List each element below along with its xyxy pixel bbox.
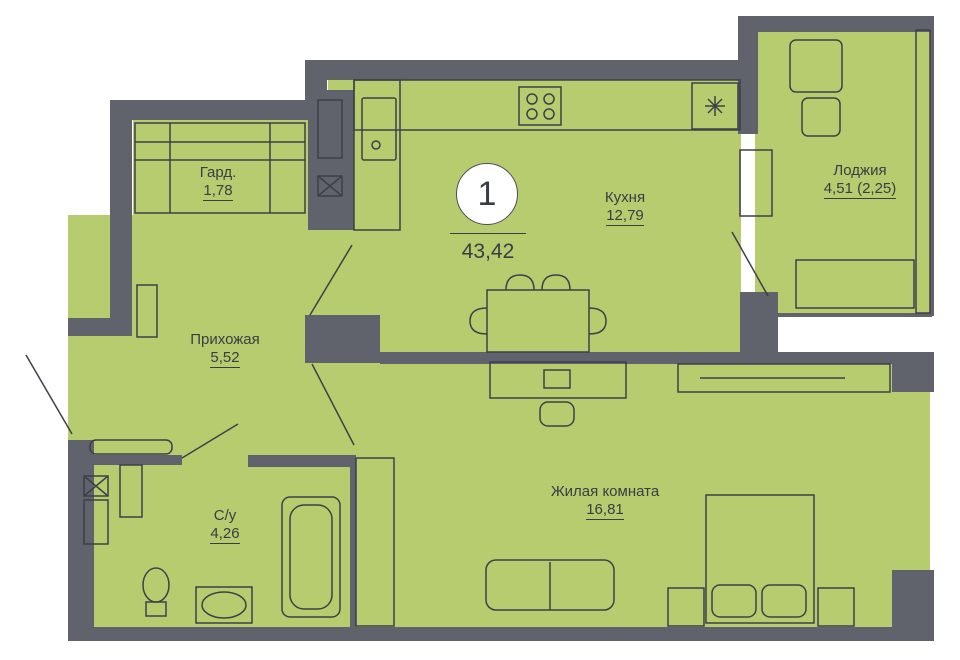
wall-loggia-left-low <box>740 292 778 352</box>
nightstand-right <box>817 587 855 627</box>
washbasin-icon <box>195 586 253 624</box>
hallway-shelf <box>136 284 158 338</box>
chair-right <box>588 307 607 335</box>
chair-top-2 <box>541 274 571 291</box>
room-label-loggia: Лоджия 4,51 (2,25) <box>800 162 920 199</box>
room-label-wardrobe: Гард. 1,78 <box>178 164 258 201</box>
wardrobe-floor <box>133 120 308 215</box>
room-name: Лоджия <box>833 162 887 179</box>
living-balcony-strip <box>894 392 930 570</box>
wall-hallway-left <box>68 318 132 336</box>
room-name: Кухня <box>604 189 646 206</box>
bath-vent-icon <box>83 475 109 497</box>
bath-box <box>83 499 109 545</box>
sink-drain-icon <box>371 140 381 150</box>
entry-door <box>25 354 73 435</box>
loggia-floor <box>755 30 933 315</box>
wall-kitchen-top <box>305 60 740 80</box>
room-area: 12,79 <box>606 207 644 226</box>
living-floor <box>322 360 894 628</box>
wall-loggia-top <box>738 16 934 32</box>
walls <box>68 16 934 641</box>
floor-fill <box>68 30 933 628</box>
wall-bath-top-left <box>90 455 182 465</box>
side-table-icon <box>801 97 841 137</box>
room-name: Гард. <box>199 164 237 181</box>
room-name: С/у <box>213 507 237 524</box>
room-area: 4,26 <box>210 525 240 544</box>
wall-bath-right <box>350 455 356 635</box>
rooms-count-badge: 1 <box>456 163 518 225</box>
wall-bottom <box>68 627 934 641</box>
chair-top-1 <box>505 274 535 291</box>
sun-lounger-icon <box>795 259 915 309</box>
total-area-divider <box>450 233 526 234</box>
loggia-radiator <box>739 149 773 217</box>
bathtub-icon <box>281 496 341 618</box>
room-label-hallway: Прихожая 5,52 <box>170 331 280 368</box>
wall-pillar-mid <box>305 315 380 363</box>
kitchen-counter-left <box>353 79 401 231</box>
total-area: 43,42 <box>461 240 515 263</box>
wall-wardrobe-left <box>110 100 132 318</box>
vent-icon <box>317 175 343 197</box>
room-area: 4,51 (2,25) <box>823 180 897 199</box>
room-label-kitchen: Кухня 12,79 <box>580 189 670 226</box>
laptop-icon <box>543 369 571 389</box>
desk-icon <box>489 361 627 399</box>
sink-icon <box>361 97 397 161</box>
wall-bath-left <box>68 440 94 640</box>
room-label-bathroom: С/у 4,26 <box>190 507 260 544</box>
room-name: Жилая комната <box>550 483 660 500</box>
fridge-icon <box>691 82 739 130</box>
wall-loggia-left-top <box>738 16 758 134</box>
stove-icon <box>518 86 562 126</box>
bed-icon <box>705 494 815 624</box>
room-area: 1,78 <box>203 182 233 201</box>
room-area: 16,81 <box>586 501 624 520</box>
room-area: 5,52 <box>210 349 240 368</box>
chair-left <box>469 307 488 335</box>
room-name: Прихожая <box>190 331 260 348</box>
wall-living-right-top <box>892 352 934 392</box>
bath-door <box>181 423 239 459</box>
wall-kitchen-living <box>380 352 894 364</box>
hall-bench <box>89 439 173 455</box>
loggia-window <box>915 29 931 314</box>
bathroom-floor <box>94 455 352 627</box>
wall-shaft <box>308 90 354 230</box>
washer-icon <box>119 464 143 518</box>
kitchen-door <box>731 231 769 297</box>
kitchen-floor <box>328 78 741 355</box>
tv-stand-icon <box>677 363 891 393</box>
wall-loggia-bottom <box>775 313 932 317</box>
hall-door-1 <box>309 244 353 316</box>
hall-door-2 <box>311 363 355 446</box>
fixtures <box>25 29 931 627</box>
armchair-icon <box>789 39 843 93</box>
desk-chair-icon <box>539 401 575 427</box>
wall-living-right-low <box>892 570 934 640</box>
shaft-box <box>317 99 343 159</box>
nightstand-left <box>667 587 705 627</box>
room-label-living: Жилая комната 16,81 <box>520 483 690 520</box>
dining-table <box>486 289 590 353</box>
living-wardrobe <box>355 457 395 627</box>
wall-bath-top <box>248 455 354 467</box>
wall-loggia-right <box>930 16 934 316</box>
wardrobe-rail <box>134 122 306 214</box>
wall-wardrobe-top <box>110 100 328 120</box>
